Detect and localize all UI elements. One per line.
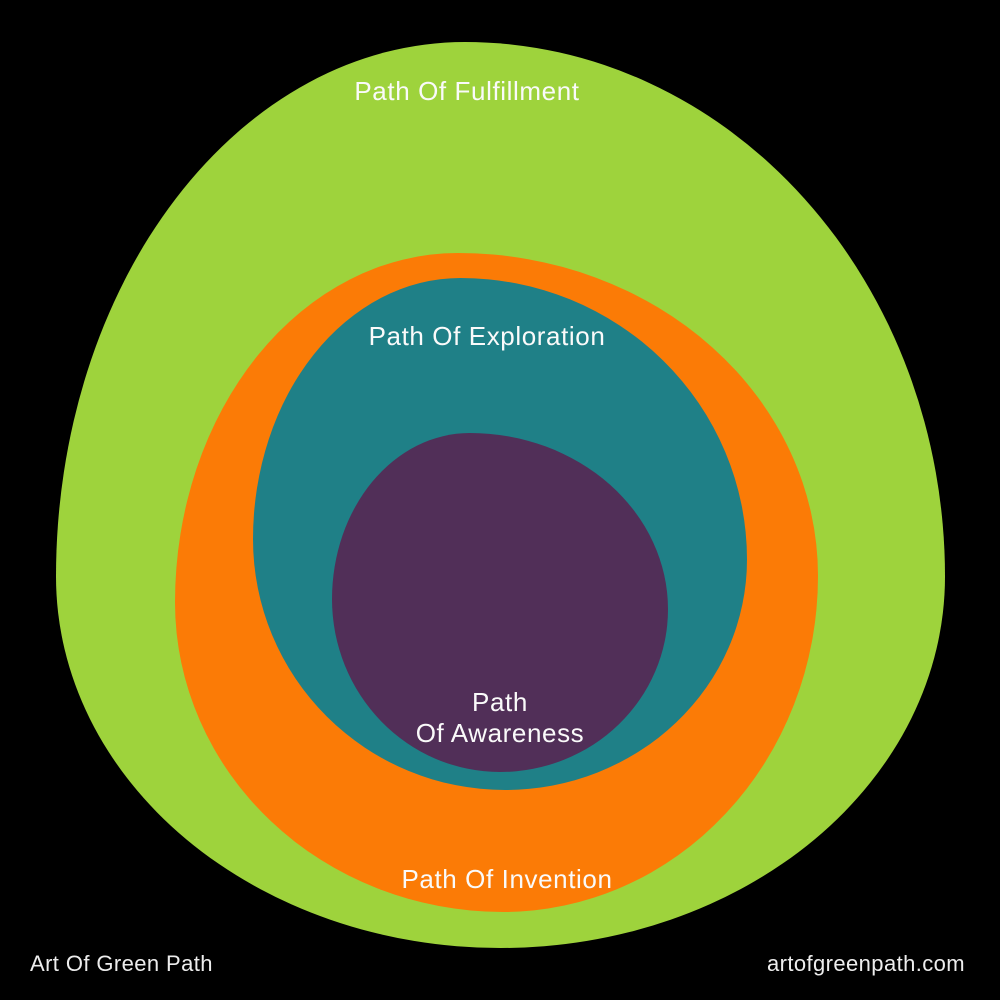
ring-label-fulfillment: Path Of Fulfillment	[354, 76, 580, 106]
ring-label-awareness-line1: Path	[472, 687, 528, 717]
ring-label-awareness: Path Of Awareness	[416, 687, 585, 749]
ring-label-exploration: Path Of Exploration	[368, 321, 606, 351]
ring-label-awareness-line2: Of Awareness	[415, 718, 585, 748]
ring-label-invention: Path Of Invention	[401, 864, 613, 894]
footer-website-link[interactable]: artofgreenpath.com	[767, 951, 965, 976]
footer-brand-text: Art Of Green Path	[30, 951, 213, 976]
ring-awareness	[332, 433, 668, 772]
